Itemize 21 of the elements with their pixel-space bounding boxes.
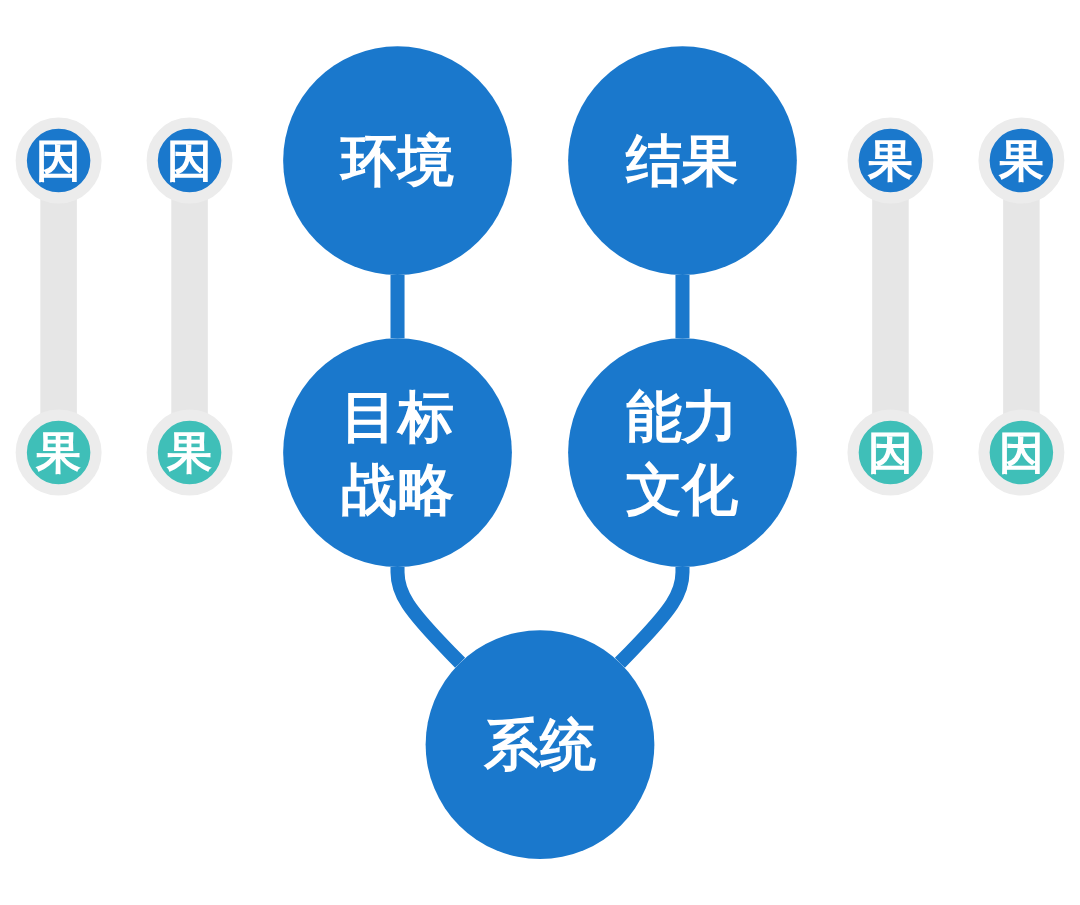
connector: [872, 197, 909, 416]
connector: [40, 197, 77, 416]
node-circle: 结果: [568, 46, 797, 275]
node-circle: 因: [847, 409, 934, 496]
connector: [171, 197, 208, 416]
connector: [614, 565, 690, 668]
connector: [390, 273, 405, 340]
node-circle: 因: [146, 117, 233, 204]
node-circle: 环境: [283, 46, 512, 275]
node-circle: 因: [978, 409, 1065, 496]
connector: [675, 273, 690, 340]
node-circle: 果: [978, 117, 1065, 204]
connector: [1003, 197, 1040, 416]
node-circle: 系统: [425, 630, 655, 859]
node-circle: 果: [146, 409, 233, 496]
node-circle: 能力文化: [568, 338, 797, 567]
connector: [390, 565, 466, 668]
node-circle: 因: [15, 117, 102, 204]
node-circle: 果: [847, 117, 934, 204]
node-circle: 目标战略: [283, 338, 512, 567]
node-circle: 果: [15, 409, 102, 496]
